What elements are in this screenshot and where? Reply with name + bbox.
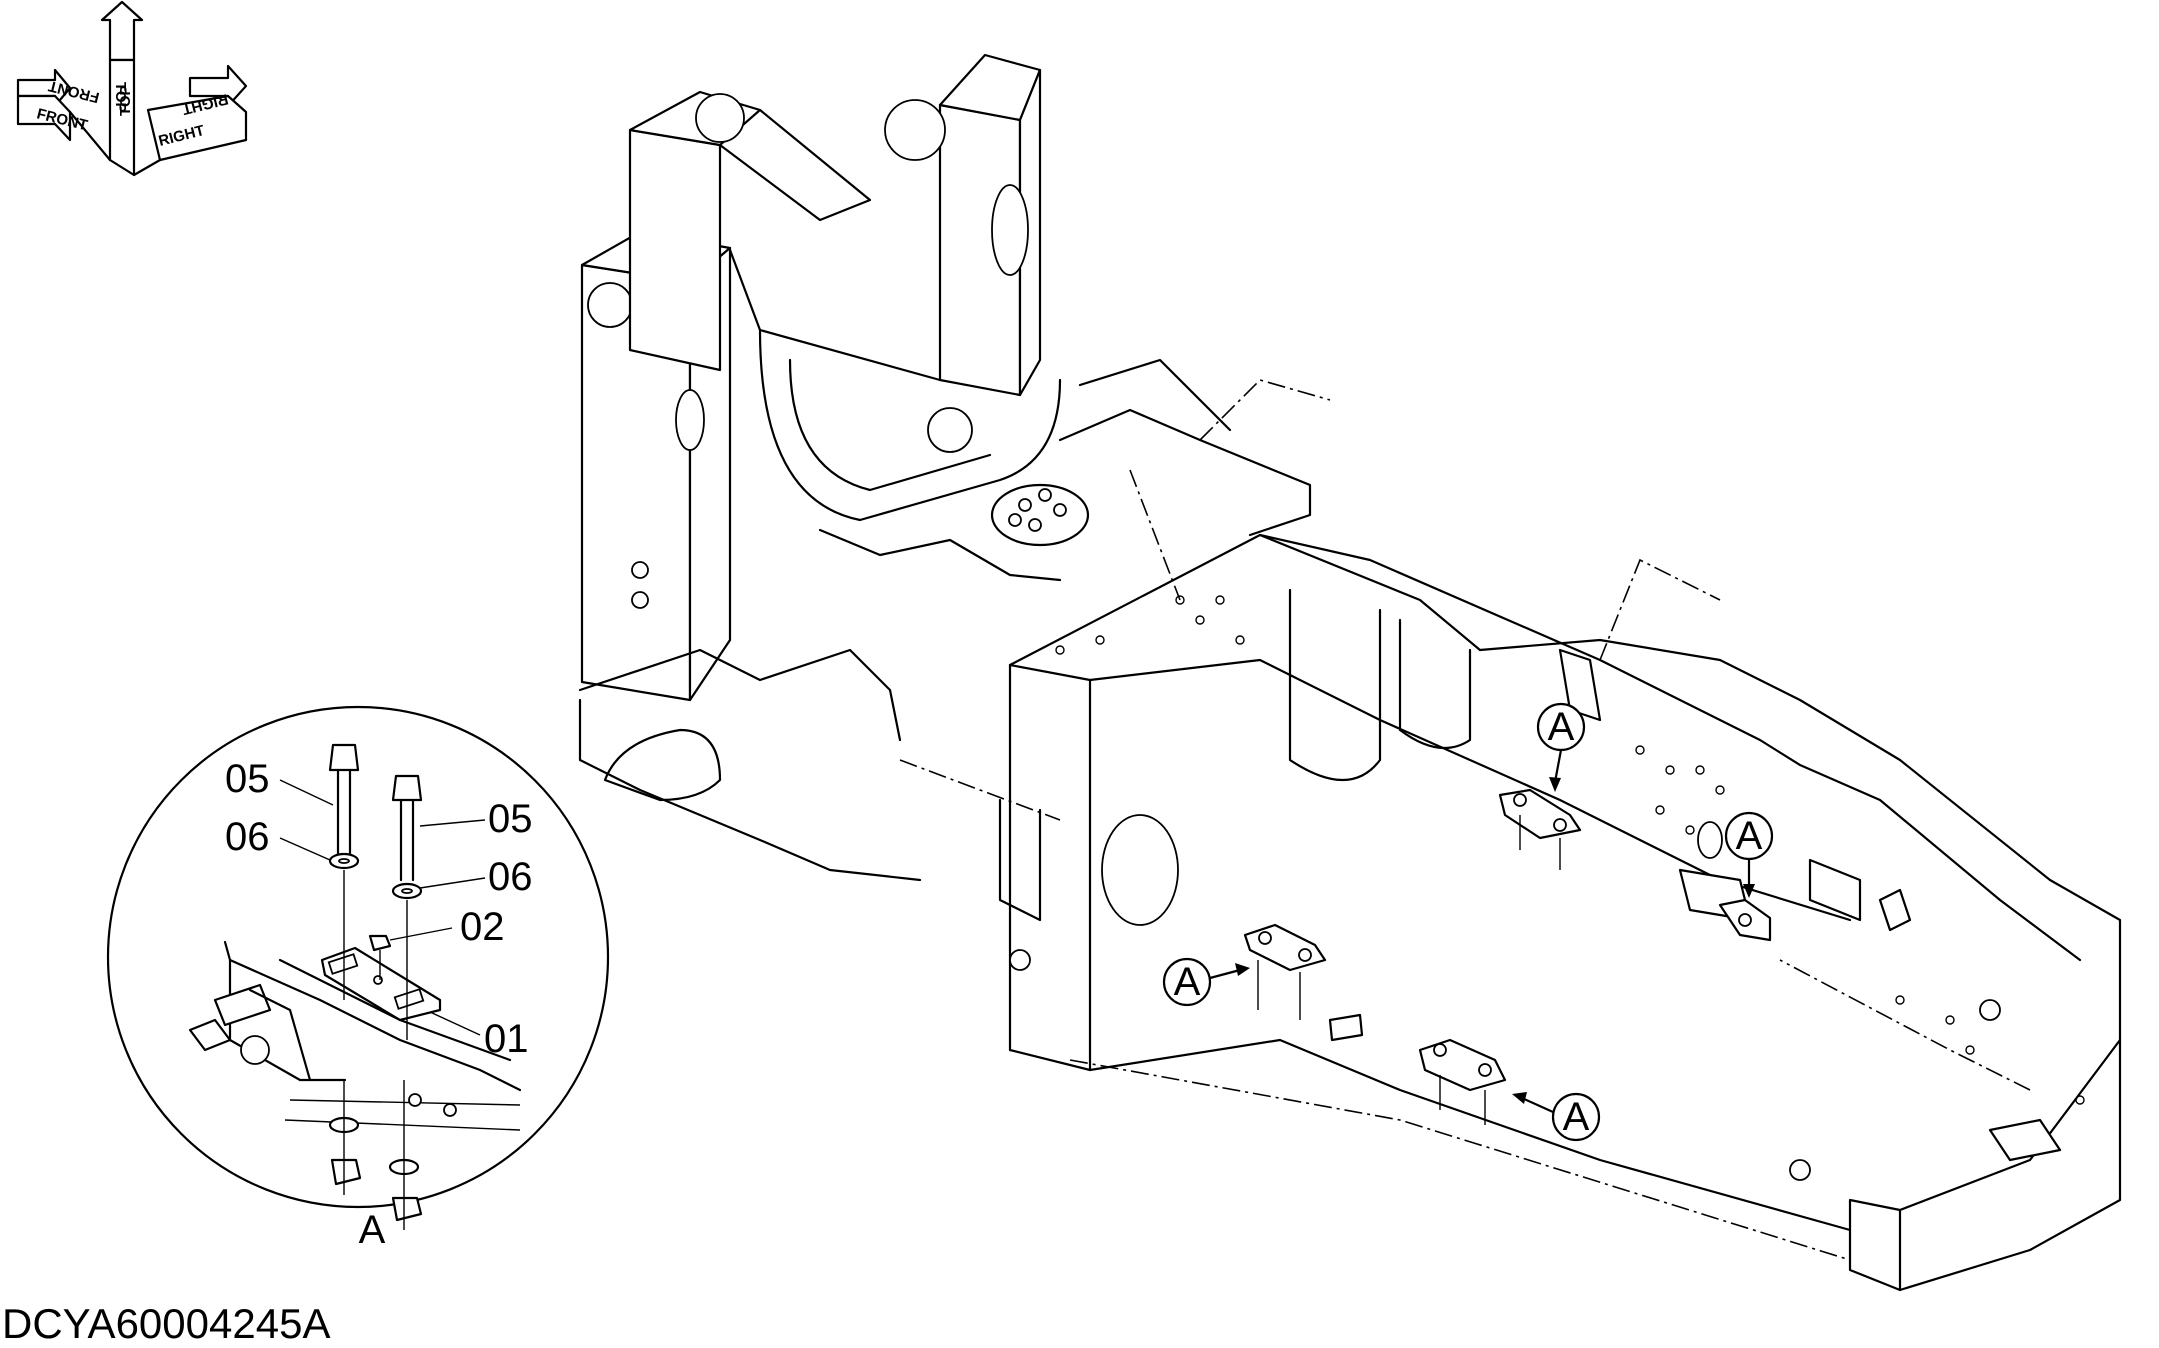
detail-callout-05-right: 05 [488,797,533,841]
orientation-indicator: FRONT FRONT TOP TOP RIGHT RIGHT [16,0,248,177]
marker-a-1-label: A [1548,705,1575,749]
bolt-05-right [391,774,423,882]
bolt-05-left [328,743,360,862]
detail-view-a: 05 06 05 06 02 01 A [106,705,610,1254]
marker-a-1: A [1536,702,1586,792]
marker-a-3-label: A [1174,960,1201,1004]
detail-callout-06-left: 06 [225,815,270,859]
detail-view-label: A [359,1208,386,1252]
detail-callout-05-left: 05 [225,757,270,801]
main-frame [578,53,2122,1292]
detail-callout-01: 01 [484,1017,529,1061]
marker-a-4-label: A [1563,1095,1590,1139]
marker-a-2: A [1724,811,1774,898]
detail-callout-06-right: 06 [488,855,533,899]
detail-callout-02: 02 [460,905,505,949]
markers: A A A A [1162,702,1774,1142]
drawing-code: DCYA60004245A [2,1300,331,1347]
marker-a-3: A [1162,957,1250,1007]
marker-a-2-label: A [1736,814,1763,858]
orientation-top-mirror-label: TOP [117,85,134,116]
marker-a-4: A [1512,1092,1601,1142]
orientation-top-label: TOP [112,82,129,113]
